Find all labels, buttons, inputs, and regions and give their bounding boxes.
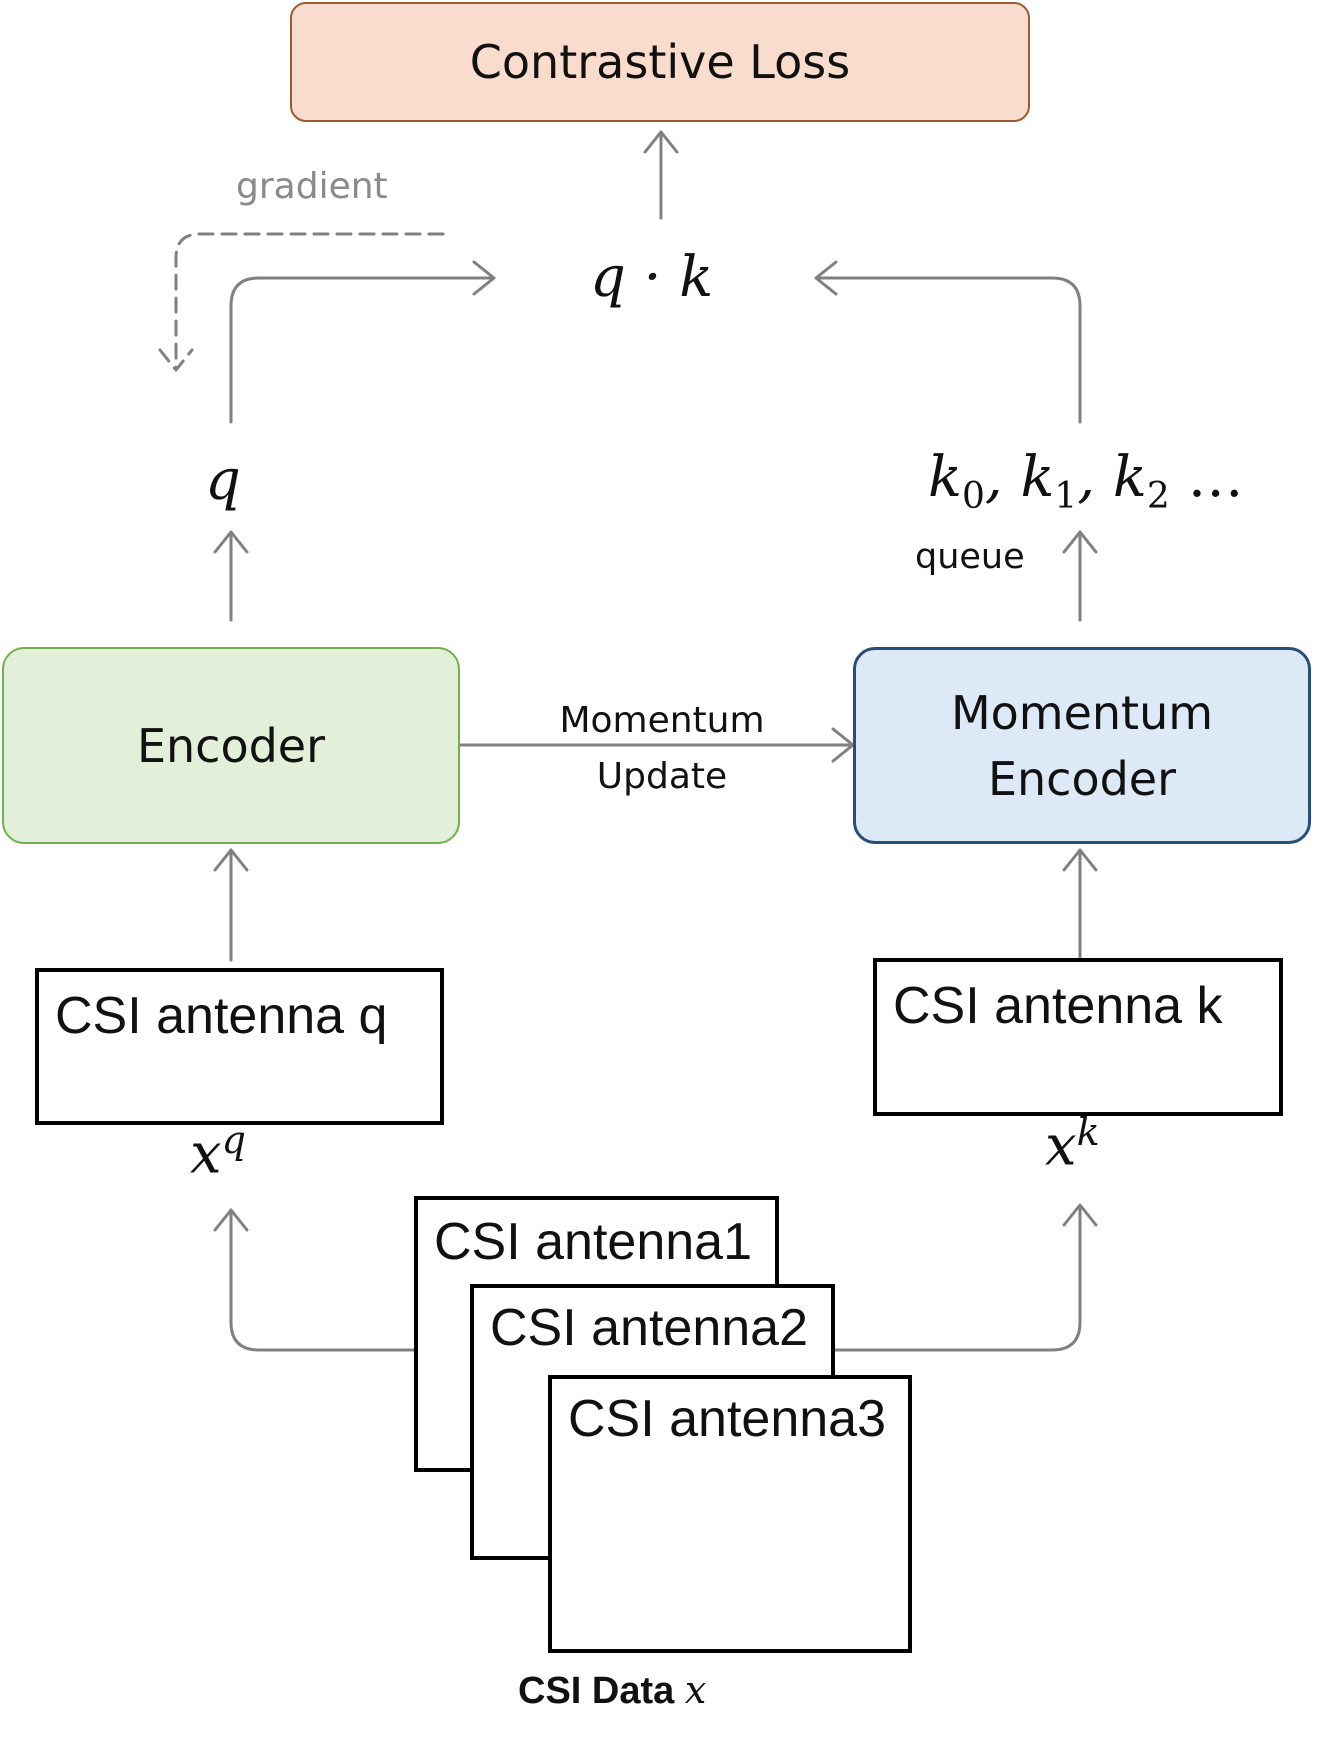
momentum-encoder-box: Momentum Encoder (853, 647, 1311, 844)
arrow-stack-to-xq (213, 1208, 416, 1352)
encoder-box: Encoder (2, 647, 460, 844)
csi-data-label: CSI Data (518, 1670, 675, 1712)
csi-antenna-k-label: CSI antenna k (893, 977, 1223, 1035)
keys-list: k0, k1, k2 … (928, 445, 1244, 518)
csi-antenna-q-label: CSI antenna q (55, 987, 388, 1045)
csi-antenna-1-label: CSI antenna1 (434, 1213, 753, 1271)
arrow-keys-to-qk (814, 260, 1082, 424)
momentum-update-label: Momentum Update (542, 693, 782, 805)
csi-antenna-k-box: CSI antenna k (873, 958, 1283, 1116)
x-k-variable: xk (1045, 1110, 1100, 1179)
momentum-encoder-line-2: Encoder (987, 751, 1177, 806)
momentum-update-line-2: Update (596, 756, 728, 797)
csi-antenna-q-box: CSI antenna q (35, 968, 444, 1125)
arrow-to-loss (643, 130, 679, 220)
queue-label: queue (915, 537, 1025, 577)
arrow-encoder-to-q (213, 530, 249, 622)
contrastive-loss-label: Contrastive Loss (469, 35, 851, 89)
gradient-dashed-arrow (158, 232, 445, 372)
encoder-label: Encoder (136, 718, 326, 773)
arrow-csik-to-momentum (1062, 848, 1098, 960)
momentum-encoder-line-1: Momentum (950, 685, 1214, 740)
arrow-csiq-to-encoder (213, 848, 249, 962)
csi-data-caption: CSI Data x (518, 1668, 706, 1713)
key-k1: k1 (1020, 445, 1078, 518)
x-q-variable: xq (190, 1118, 246, 1187)
csi-antenna-2-label: CSI antenna2 (490, 1299, 809, 1357)
query-q: q (205, 448, 241, 513)
arrow-momentum-to-keys (1062, 530, 1098, 622)
contrastive-loss-box: Contrastive Loss (290, 2, 1030, 122)
similarity-expression: q · k (590, 245, 714, 310)
key-k0: k0 (928, 445, 985, 518)
gradient-label: gradient (236, 166, 388, 207)
arrow-stack-to-xk (833, 1203, 1098, 1352)
arrow-q-to-qk (229, 260, 496, 424)
keys-ellipsis: … (1187, 445, 1244, 510)
csi-data-variable: x (684, 1668, 707, 1712)
momentum-update-line-1: Momentum (559, 700, 765, 741)
csi-antenna-3-label: CSI antenna3 (568, 1390, 887, 1448)
csi-antenna-3-box: CSI antenna3 (548, 1375, 912, 1653)
key-k2: k2 (1112, 445, 1170, 518)
